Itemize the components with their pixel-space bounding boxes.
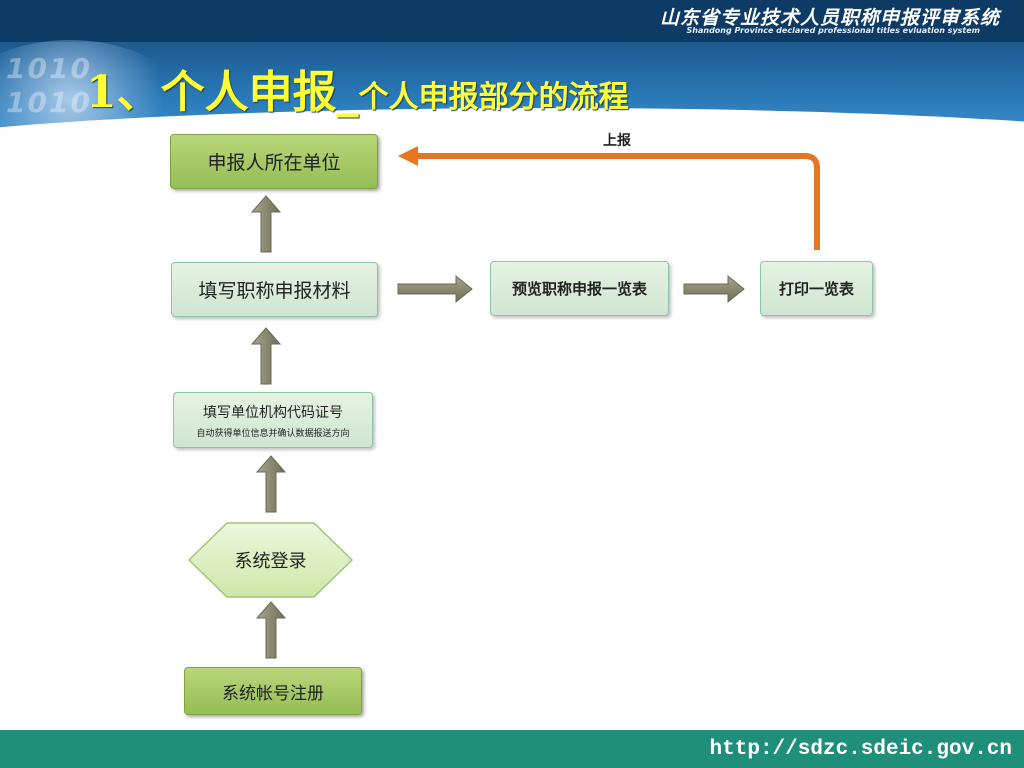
right-arrow	[397, 274, 473, 304]
decor-digits-line: 1010	[6, 52, 92, 85]
footer-bar: http://sdzc.sdeic.gov.cn	[0, 730, 1024, 768]
system-subtitle: Shandong Province declared professional …	[686, 26, 980, 35]
report-label: 上报	[603, 133, 631, 149]
slide-title-main: 1、个人申报_	[86, 67, 359, 118]
register-box: 系统帐号注册	[184, 667, 362, 715]
system-title: 山东省专业技术人员职称申报评审系统	[659, 7, 1000, 29]
unit-box: 申报人所在单位	[170, 134, 378, 189]
right-arrow	[683, 274, 745, 304]
org-code-label: 填写单位机构代码证号	[203, 404, 343, 421]
up-arrow	[250, 195, 282, 253]
footer-url[interactable]: http://sdzc.sdeic.gov.cn	[709, 738, 1012, 761]
report-arrow	[398, 146, 820, 250]
up-arrow	[255, 601, 287, 659]
org-code-box: 填写单位机构代码证号 自动获得单位信息并确认数据报送方向	[173, 392, 373, 448]
org-code-note: 自动获得单位信息并确认数据报送方向	[196, 428, 350, 439]
login-label: 系统登录	[234, 551, 307, 572]
preview-box: 预览职称申报一览表	[490, 261, 669, 316]
up-arrow	[255, 455, 287, 513]
login-diamond-shape	[187, 522, 354, 598]
decor-digits-line: 1010	[6, 86, 92, 119]
header-decor-digits: 1010 1010	[6, 52, 92, 120]
header-banner: 1010 1010 山东省专业技术人员职称申报评审系统 Shandong Pro…	[0, 0, 1024, 140]
header-top-strip	[0, 0, 1024, 42]
slide-title-sub: 个人申报部分的流程	[358, 80, 629, 115]
slide-title: 1、个人申报_个人申报部分的流程	[86, 56, 629, 120]
fill-materials-box: 填写职称申报材料	[171, 262, 378, 317]
print-box: 打印一览表	[760, 261, 873, 316]
login-diamond: 系统登录	[187, 520, 354, 600]
up-arrow	[250, 327, 282, 385]
